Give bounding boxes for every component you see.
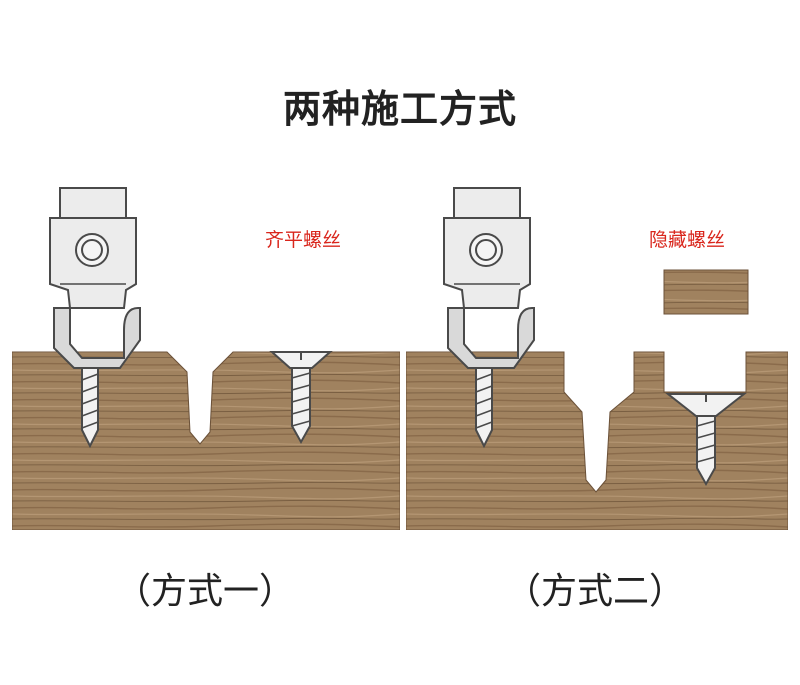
flush-screw-label: 齐平螺丝 (265, 229, 342, 251)
countersink-cutter (53, 307, 141, 369)
flush-screw (269, 351, 333, 445)
drill-bit (475, 367, 493, 449)
drill-shank (453, 187, 521, 219)
method-one-caption: （方式一） (114, 571, 295, 612)
hidden-screw (665, 393, 747, 487)
drill-bit (81, 367, 99, 449)
method-two-diagram: 隐藏螺丝 (406, 180, 788, 530)
drill-shank (59, 187, 127, 219)
method-one-diagram: 齐平螺丝 (12, 180, 400, 530)
method-two-caption: （方式二） (504, 571, 685, 612)
wood-plug (663, 269, 749, 315)
wood-board (12, 351, 400, 530)
page-title: 两种施工方式 (282, 87, 517, 131)
countersink-cutter (447, 307, 535, 369)
set-screw-icon (75, 233, 109, 267)
hidden-screw-label: 隐藏螺丝 (649, 229, 726, 251)
wood-board (406, 351, 788, 530)
set-screw-icon (469, 233, 503, 267)
